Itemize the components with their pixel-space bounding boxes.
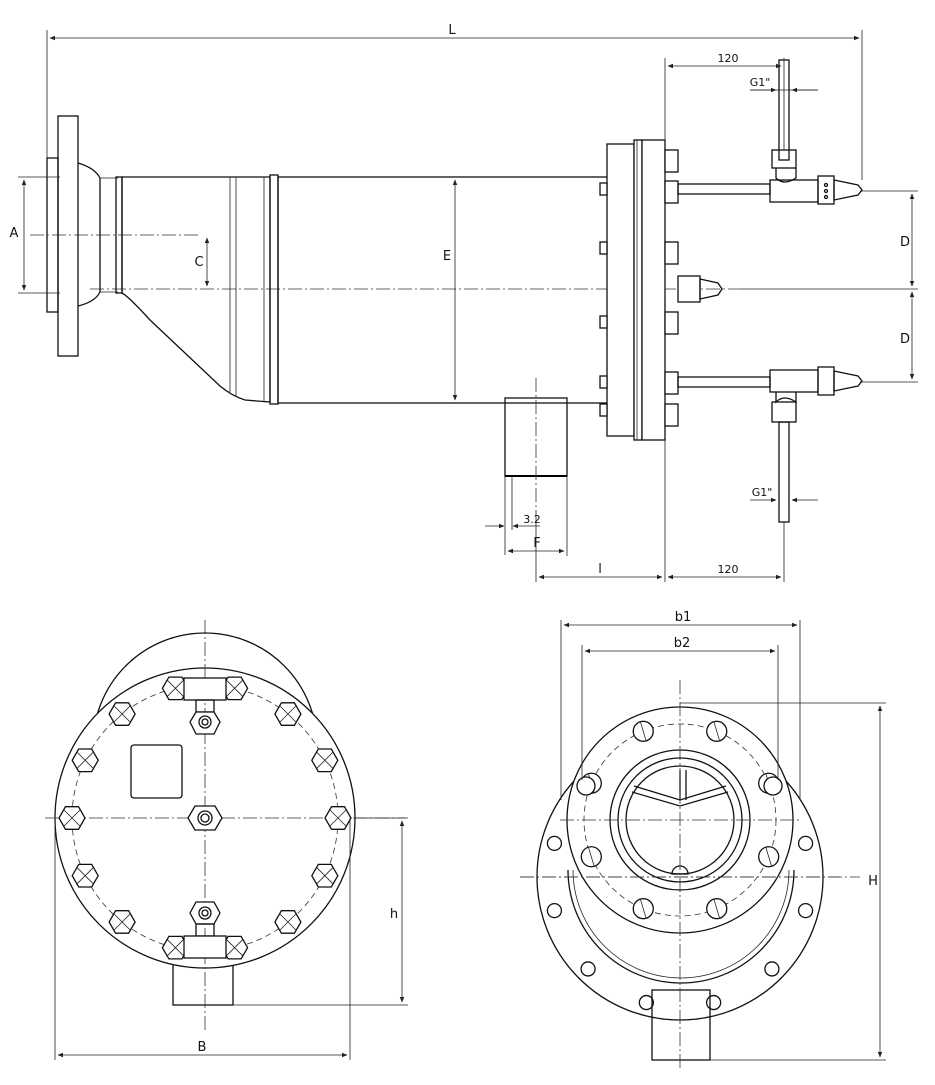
flange-nuts-right: [664, 149, 679, 427]
bolt-hole: [576, 776, 596, 796]
inlet-flange: [57, 115, 79, 357]
side-view: L A C E D D 120 G1" G1": [10, 23, 918, 582]
bolt-hole: [546, 902, 563, 919]
label-D-upper: D: [900, 235, 910, 250]
label-D-lower: D: [900, 332, 910, 347]
body-outline: [567, 869, 795, 984]
front-top-fitting: [183, 677, 227, 735]
label-120-bottom: 120: [718, 563, 739, 576]
label-A: A: [10, 226, 19, 241]
label-l: l: [598, 562, 602, 577]
bolt-hole: [705, 994, 722, 1011]
label-3-2: 3.2: [523, 513, 541, 526]
cover-flange: [641, 139, 666, 441]
inlet-flange-bolts: [576, 720, 783, 920]
front-center-fitting: [187, 805, 223, 831]
inlet-reducer: [121, 176, 271, 403]
rear-flange-bolts: [546, 835, 814, 1011]
bolt-hole: [546, 835, 563, 852]
front-view: B h: [45, 620, 408, 1060]
front-bolt-ring: [58, 676, 352, 960]
label-g1-bottom: G1": [752, 486, 773, 499]
bolt-hole: [797, 902, 814, 919]
label-L: L: [448, 23, 456, 38]
bolt-hole: [763, 776, 783, 796]
label-b1: b1: [675, 610, 692, 625]
label-g1-top: G1": [750, 76, 771, 89]
label-B: B: [198, 1040, 207, 1055]
inlet-flange-face: [46, 157, 59, 313]
label-120-top: 120: [718, 52, 739, 65]
label-b2: b2: [674, 636, 691, 651]
front-bottom-fitting: [183, 901, 227, 959]
label-C: C: [194, 255, 203, 270]
label-H: H: [868, 874, 878, 889]
nameplate: [130, 744, 183, 799]
upper-element-fitting: [677, 59, 863, 205]
body-flange: [606, 143, 635, 437]
label-E: E: [443, 249, 451, 264]
bolt-hole: [764, 961, 780, 977]
bolt-hole: [580, 961, 596, 977]
heater-body: [277, 176, 609, 404]
center-element-fitting: [677, 275, 723, 303]
inlet-view-outlet: [651, 989, 711, 1061]
inlet-hub: [77, 162, 101, 307]
label-F: F: [533, 536, 540, 551]
inlet-view: b1 b2 H: [520, 610, 886, 1070]
label-h: h: [390, 907, 398, 922]
bolt-hole: [638, 994, 655, 1011]
flange-nuts-left: [599, 182, 608, 417]
body-weld-ring: [269, 174, 279, 405]
bolt-hole: [797, 835, 814, 852]
